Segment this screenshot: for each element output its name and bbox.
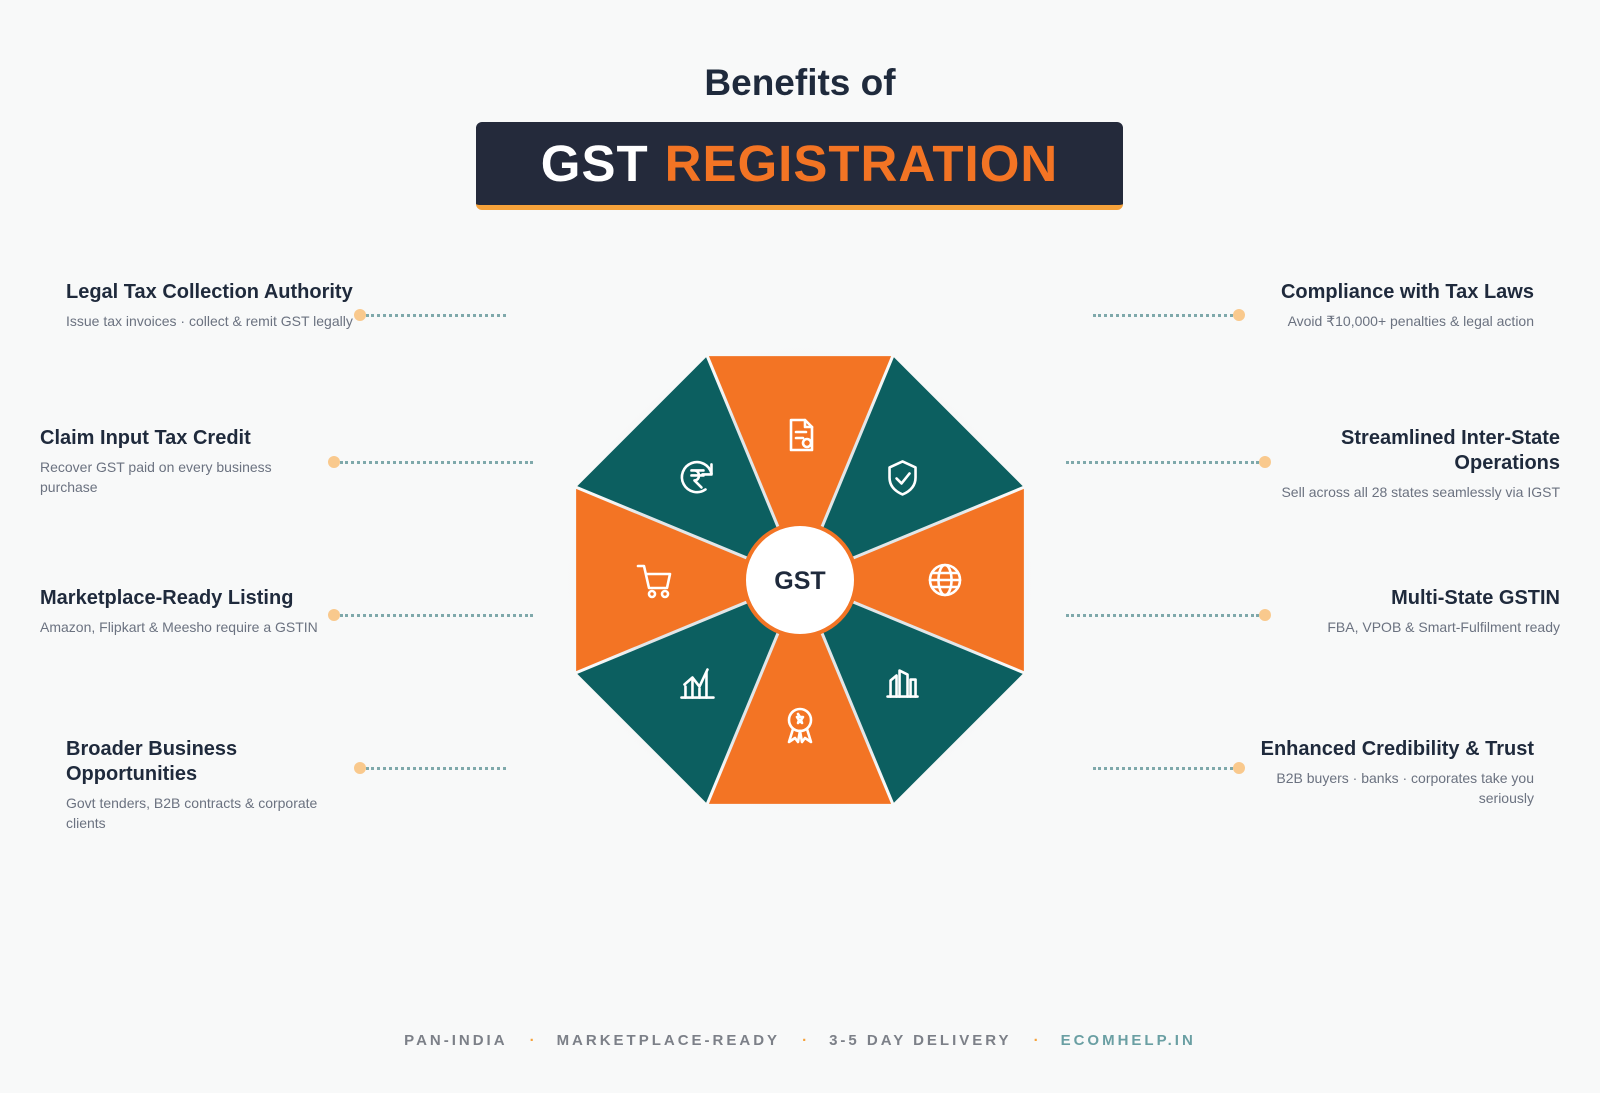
benefit-compliance: Compliance with Tax Laws Avoid ₹10,000+ … — [1244, 280, 1534, 331]
benefit-description: Sell across all 28 states seamlessly via… — [1281, 484, 1560, 500]
connector-legal-tax-collection — [354, 309, 506, 321]
cart-icon — [636, 564, 672, 599]
benefit-title: Legal Tax Collection Authority — [66, 281, 353, 303]
wheel-segment — [802, 582, 1023, 803]
buildings-icon — [886, 669, 919, 698]
rupee-refresh-icon — [680, 460, 713, 494]
benefit-title: Broader Business Opportunities — [66, 738, 238, 785]
benefit-description: Avoid ₹10,000+ penalties & legal action — [1287, 313, 1534, 329]
shield-check-icon — [888, 460, 917, 496]
benefit-broader-opportunities: Broader Business Opportunities Govt tend… — [66, 737, 336, 833]
pre-title: Benefits of — [704, 62, 896, 103]
connector-credibility — [1093, 762, 1245, 774]
benefit-title: Streamlined Inter-State Operations — [1341, 427, 1560, 474]
benefit-description: Amazon, Flipkart & Meesho require a GSTI… — [40, 619, 318, 635]
benefit-description: Recover GST paid on every business purch… — [40, 459, 272, 495]
wheel-segment — [576, 488, 796, 672]
benefit-multi-state-gstin: Multi-State GSTIN FBA, VPOB & Smart-Fulf… — [1270, 586, 1560, 637]
growth-chart-icon — [680, 668, 715, 699]
benefit-credibility: Enhanced Credibility & Trust B2B buyers … — [1244, 737, 1534, 808]
footer-separator: · — [802, 1032, 808, 1049]
document-icon — [789, 418, 814, 452]
footer-site-link[interactable]: ECOMHELP.IN — [1060, 1032, 1196, 1049]
wheel-segment — [708, 584, 892, 804]
benefit-title: Enhanced Credibility & Trust — [1260, 738, 1534, 760]
connector-input-tax-credit — [328, 456, 533, 468]
wheel-center-circle — [742, 522, 858, 638]
connector-broader-opportunities — [354, 762, 506, 774]
footer-strip: PAN-INDIA · MARKETPLACE-READY · 3-5 DAY DELI… — [0, 1032, 1600, 1049]
benefit-title: Claim Input Tax Credit — [40, 427, 251, 449]
award-badge-icon — [787, 707, 813, 744]
benefit-input-tax-credit: Claim Input Tax Credit Recover GST paid … — [40, 426, 330, 497]
connector-compliance — [1093, 309, 1245, 321]
connector-multi-state-gstin — [1066, 609, 1271, 621]
title-banner: GST REGISTRATION — [476, 122, 1123, 210]
connector-marketplace-ready — [328, 609, 533, 621]
wheel-segment — [577, 582, 798, 803]
footer-separator: · — [529, 1032, 535, 1049]
benefit-title: Marketplace-Ready Listing — [40, 587, 294, 609]
footer-item: MARKETPLACE-READY — [556, 1032, 781, 1049]
wheel-segment — [708, 356, 892, 576]
wheel-segment — [804, 488, 1024, 672]
benefit-inter-state: Streamlined Inter-State Operations Sell … — [1270, 426, 1560, 502]
benefit-description: Govt tenders, B2B contracts & corporate … — [66, 795, 318, 831]
benefit-description: FBA, VPOB & Smart-Fulfilment ready — [1327, 619, 1560, 635]
benefit-marketplace-ready: Marketplace-Ready Listing Amazon, Flipka… — [40, 586, 340, 637]
footer-separator: · — [1033, 1032, 1039, 1049]
benefit-description: B2B buyers · banks · corporates take you… — [1276, 770, 1534, 806]
connector-inter-state — [1066, 456, 1271, 468]
footer-item: PAN-INDIA — [404, 1032, 508, 1049]
benefit-legal-tax-collection: Legal Tax Collection Authority Issue tax… — [66, 280, 356, 331]
globe-icon — [928, 563, 962, 597]
benefit-description: Issue tax invoices · collect & remit GST… — [66, 313, 353, 329]
benefit-title: Compliance with Tax Laws — [1280, 281, 1534, 303]
benefit-title: Multi-State GSTIN — [1391, 587, 1560, 609]
title-gst: GST — [540, 135, 649, 192]
title-registration: REGISTRATION — [664, 135, 1059, 192]
footer-item: 3-5 DAY DELIVERY — [829, 1032, 1012, 1049]
benefits-wheel: GST — [560, 340, 1040, 820]
wheel-center-label: GST — [774, 567, 825, 595]
